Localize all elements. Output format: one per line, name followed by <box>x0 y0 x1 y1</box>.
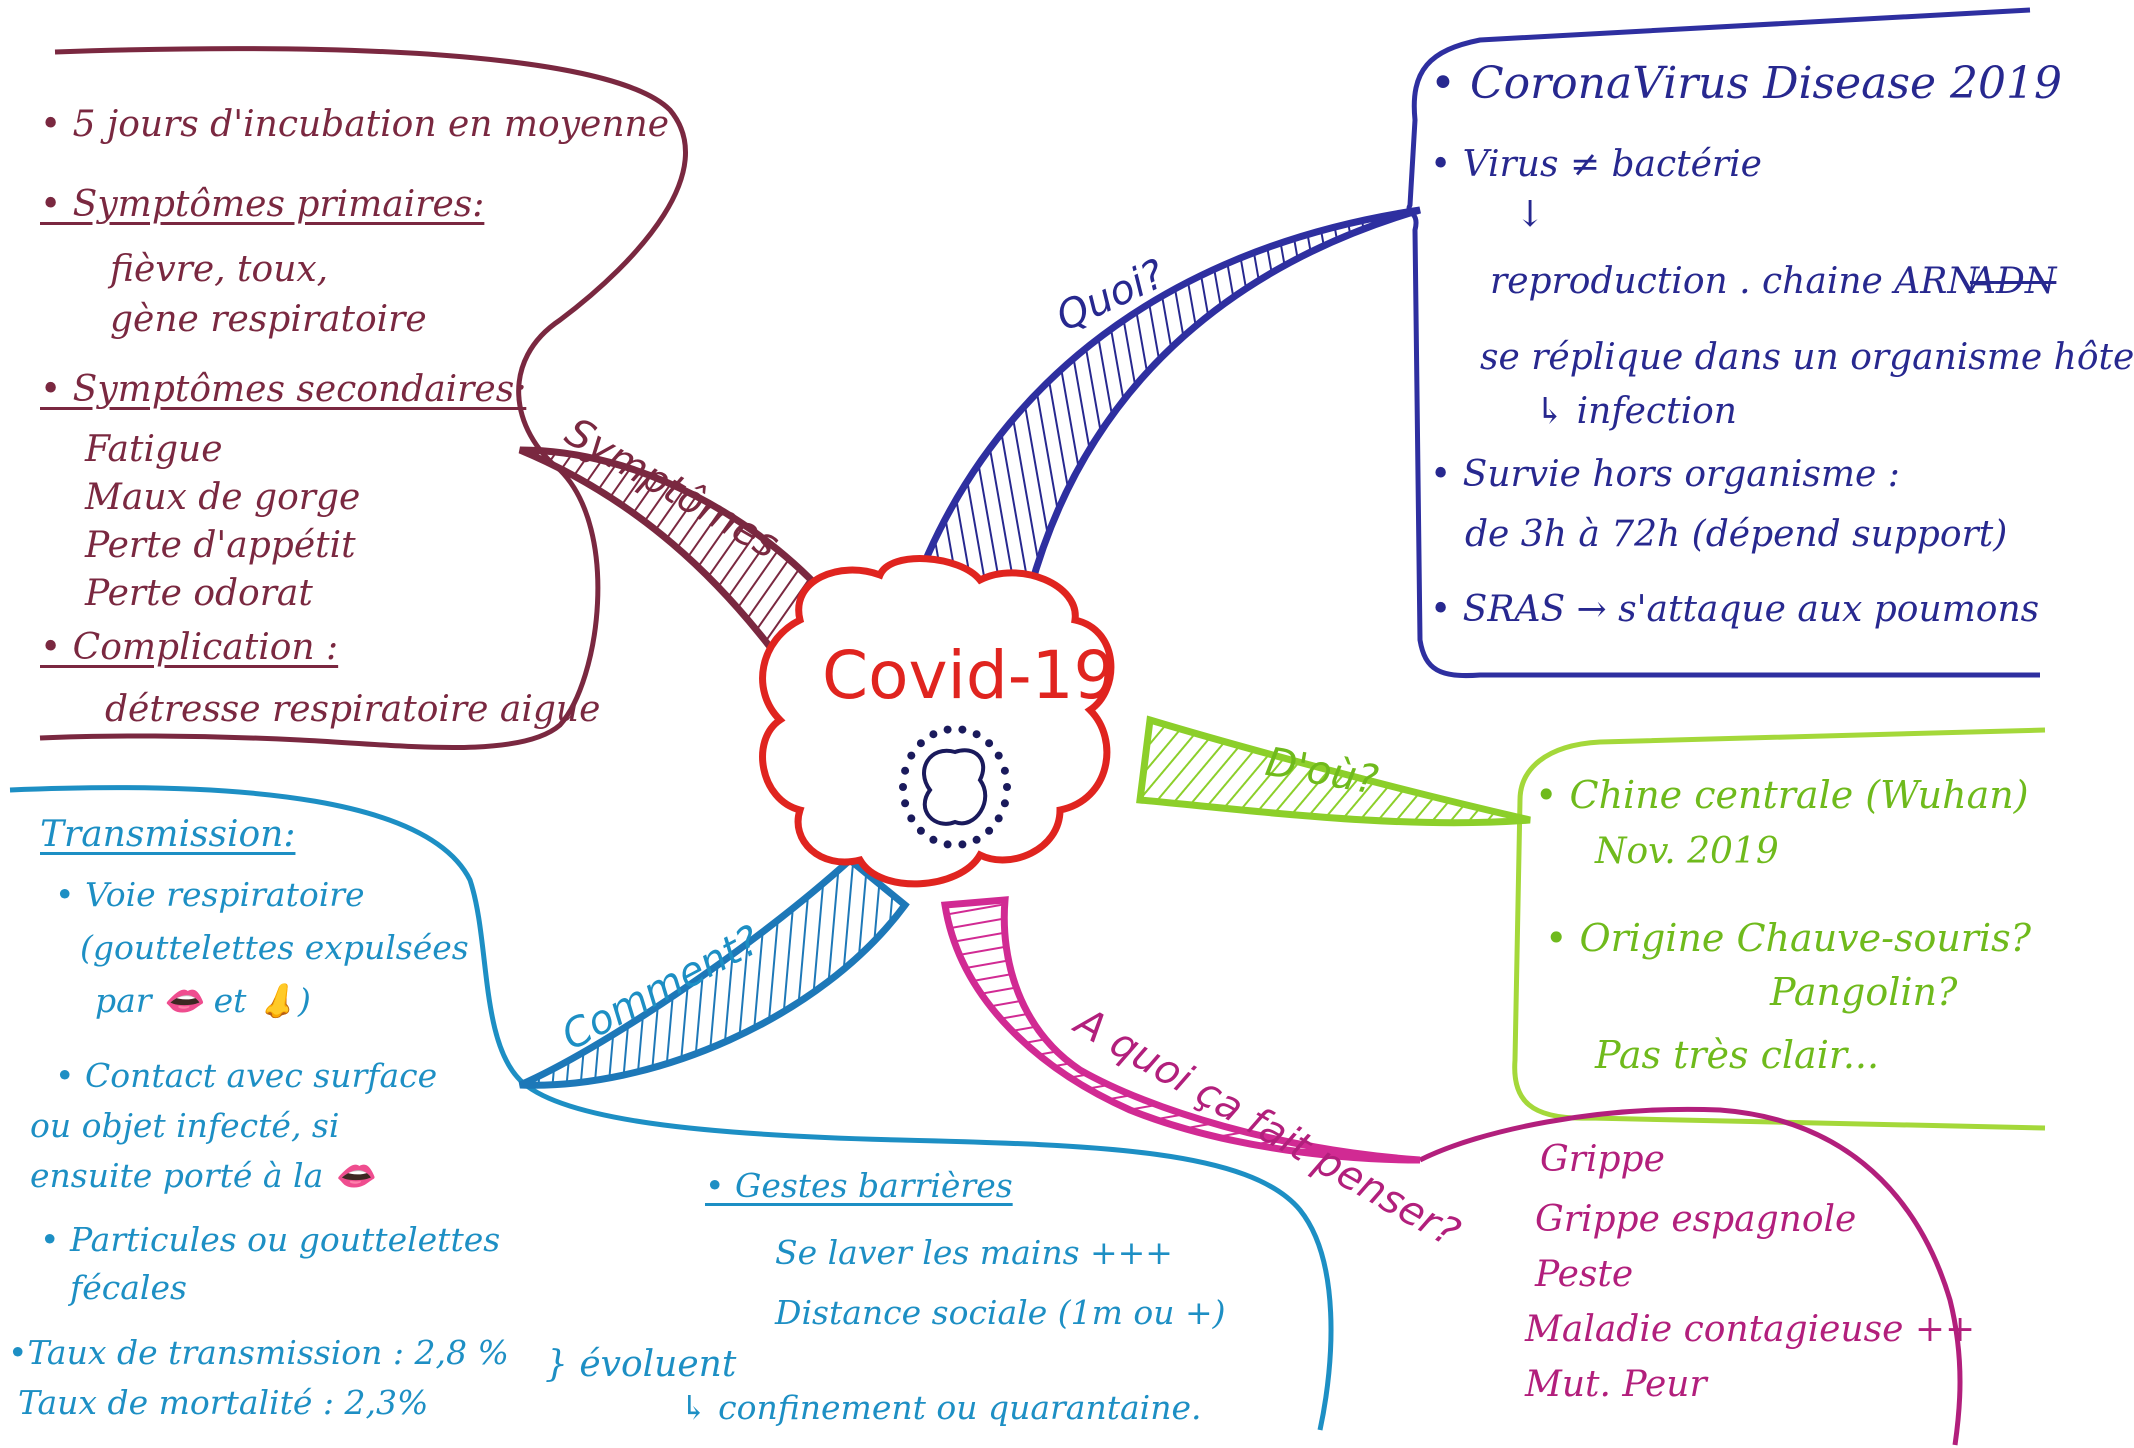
virus-dot <box>907 751 916 760</box>
virus-dot <box>929 730 938 739</box>
quoi-survie: • Survie hors organisme : <box>1430 454 1900 495</box>
quoi-arrow: ↓ <box>1515 194 1546 235</box>
quoi-reproduction: reproduction . chaine ARN <box>1490 261 1979 302</box>
virus-dot <box>916 739 925 748</box>
virus-dot <box>899 783 907 791</box>
quoi-adn: ADN <box>1970 261 2057 302</box>
symptomes-secondary-2: Maux de gorge <box>85 477 361 518</box>
aquoi-box-outline <box>1418 1106 1963 1446</box>
rates-evolve: } évoluent <box>545 1344 737 1385</box>
virus-dot <box>916 826 925 835</box>
transmission-rate: •Taux de transmission : 2,8 % <box>8 1333 509 1372</box>
mind-map-canvas <box>9 7 2046 1446</box>
dou-pas-clair: Pas très clair... <box>1595 1033 1880 1077</box>
symptomes-secondary-title: • Symptômes secondaires: <box>40 369 527 410</box>
transmission-l5: ou objet infecté, si <box>30 1106 340 1145</box>
dou-date: Nov. 2019 <box>1595 831 1779 872</box>
transmission-l8: fécales <box>70 1268 187 1307</box>
virus-dot <box>901 799 910 808</box>
symptomes-primary-1: fièvre, toux, <box>110 249 329 290</box>
transmission-l2: (gouttelettes expulsées <box>80 928 469 967</box>
virus-dot <box>994 751 1003 760</box>
transmission-l3: par 👄 et 👃) <box>95 981 311 1020</box>
quoi-sras: • SRAS → s'attaque aux poumons <box>1430 589 2040 630</box>
gestes-l3: ↳ confinement ou quarantaine. <box>680 1388 1202 1427</box>
dou-chine: • Chine centrale (Wuhan) <box>1535 773 2029 817</box>
virus-dot <box>972 730 981 739</box>
transmission-box-outline <box>9 785 1334 1431</box>
symptomes-complication-1: détresse respiratoire aigue <box>105 689 601 730</box>
virus-dot <box>907 814 916 823</box>
dou-box-outline <box>1512 727 2046 1131</box>
dou-pangolin: Pangolin? <box>1770 970 1958 1014</box>
aquoi-l4: Maladie contagieuse ++ <box>1525 1309 1976 1350</box>
symptomes-incubation: • 5 jours d'incubation en moyenne <box>40 104 670 145</box>
symptomes-primary-2: gène respiratoire <box>110 299 427 340</box>
aquoi-l5: Mut. Peur <box>1525 1364 1707 1405</box>
virus-dot <box>1000 799 1009 808</box>
branch-aquoi <box>940 896 1421 1164</box>
center-title: Covid-19 <box>822 637 1116 714</box>
gestes-l2: Distance sociale (1m ou +) <box>775 1293 1226 1332</box>
virus-dot <box>958 840 967 849</box>
symptomes-secondary-3: Perte d'appétit <box>85 525 356 566</box>
virus-dot <box>994 814 1003 823</box>
gestes-title: • Gestes barrières <box>705 1166 1013 1205</box>
symptomes-secondary-1: Fatigue <box>85 429 223 470</box>
aquoi-l1: Grippe <box>1540 1139 1665 1180</box>
virus-dot <box>943 725 952 734</box>
transmission-l7: • Particules ou gouttelettes <box>40 1220 501 1259</box>
quoi-virus: • Virus ≠ bactérie <box>1430 144 1762 185</box>
transmission-title: Transmission: <box>40 814 296 855</box>
transmission-l6: ensuite porté à la 👄 <box>30 1156 375 1195</box>
aquoi-l3: Peste <box>1535 1254 1634 1295</box>
virus-dot <box>943 840 952 849</box>
virus-dot <box>1000 766 1009 775</box>
virus-dot <box>972 835 981 844</box>
center-cloud <box>759 555 1115 888</box>
quoi-infection: ↳ infection <box>1535 391 1737 432</box>
aquoi-l2: Grippe espagnole <box>1535 1199 1857 1240</box>
transmission-l4: • Contact avec surface <box>55 1056 438 1095</box>
branch-quoi <box>904 206 1421 604</box>
symptomes-secondary-4: Perte odorat <box>85 573 313 614</box>
branch-dou <box>1136 715 1531 827</box>
quoi-replique: se réplique dans un organisme hôte <box>1480 337 2134 378</box>
virus-dot <box>1003 783 1011 791</box>
symptomes-primary-title: • Symptômes primaires: <box>40 184 485 225</box>
virus-dot <box>958 725 967 734</box>
virus-icon <box>899 725 1011 849</box>
virus-dot <box>901 766 910 775</box>
gestes-l1: Se laver les mains +++ <box>775 1233 1173 1272</box>
branch-comment <box>518 855 910 1089</box>
virus-dot <box>985 739 994 748</box>
virus-dot <box>985 826 994 835</box>
quoi-survie-duree: de 3h à 72h (dépend support) <box>1465 514 2008 555</box>
transmission-l1: • Voie respiratoire <box>55 875 365 914</box>
mortality-rate: Taux de mortalité : 2,3% <box>18 1383 429 1422</box>
dou-origine: • Origine Chauve-souris? <box>1545 916 2032 960</box>
virus-dot <box>929 835 938 844</box>
quoi-title: • CoronaVirus Disease 2019 <box>1430 58 2062 109</box>
symptomes-complication-title: • Complication : <box>40 627 339 668</box>
